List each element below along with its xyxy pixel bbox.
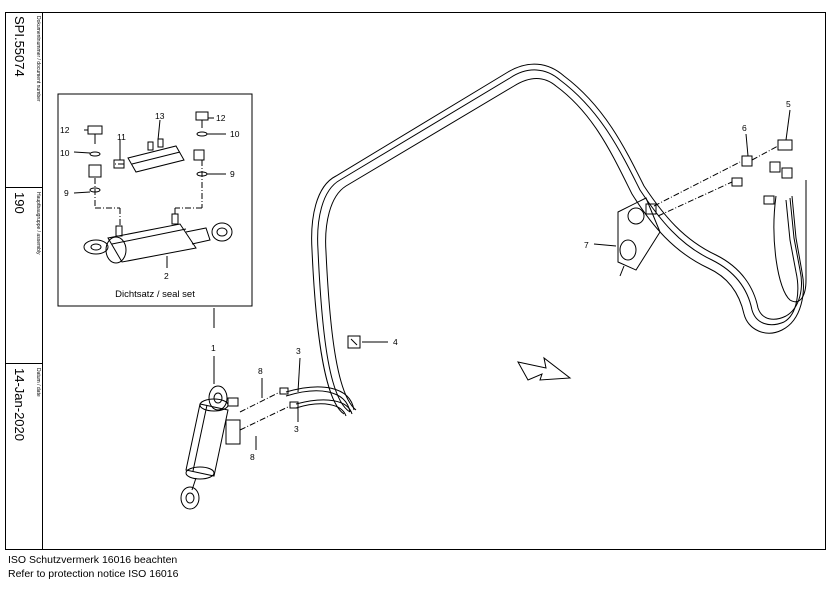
callout-3: 3 <box>296 346 301 356</box>
inset-cylinder <box>83 213 233 264</box>
callout-8b: 8 <box>250 452 255 462</box>
long-hose-loop <box>311 63 807 415</box>
callout-2: 2 <box>164 271 169 281</box>
callout-4: 4 <box>393 337 398 347</box>
short-hoses <box>279 386 355 417</box>
direction-arrow <box>517 356 572 381</box>
callout-5: 5 <box>786 99 791 109</box>
callout-12b: 12 <box>216 113 226 123</box>
date-cell: Datum / date 14-Jan-2020 <box>5 364 43 550</box>
part-4-block <box>347 335 361 349</box>
callout-3b: 3 <box>294 424 299 434</box>
valve-connection-lines <box>653 145 779 217</box>
document-number-cell: Dokumentnummer / document number SPI.550… <box>5 12 43 188</box>
callout-10b: 10 <box>230 129 240 139</box>
callout-10: 10 <box>60 148 70 158</box>
title-block: Dokumentnummer / document number SPI.550… <box>5 12 43 550</box>
drawing-frame <box>5 12 826 550</box>
protection-notice-en: Refer to protection notice ISO 16016 <box>8 568 179 580</box>
callout-13: 13 <box>155 111 165 121</box>
callout-7: 7 <box>584 240 589 250</box>
valve-assembly <box>617 197 661 277</box>
callout-9b: 9 <box>230 169 235 179</box>
inset-caption: Dichtsatz / seal set <box>115 289 195 300</box>
main-cylinder <box>180 385 241 510</box>
cylinder-connection-lines <box>239 391 291 431</box>
inset-fittings <box>87 111 209 193</box>
callout-6: 6 <box>742 123 747 133</box>
callout-labels: 12 10 9 11 13 12 10 9 2 1 8 8 3 3 4 5 6 … <box>60 99 791 462</box>
leader-lines <box>73 109 791 450</box>
callout-9: 9 <box>64 188 69 198</box>
right-fittings <box>731 139 793 205</box>
inset-valve-block <box>113 138 205 173</box>
callout-1: 1 <box>211 343 216 353</box>
assembly-cell: Hauptbaugruppe / assembly 190 <box>5 188 43 364</box>
callout-8: 8 <box>258 366 263 376</box>
callout-12: 12 <box>60 125 70 135</box>
seal-set-inset <box>57 93 253 307</box>
inset-connection-lines <box>94 160 203 226</box>
protection-notice-de: ISO Schutzvermerk 16016 beachten <box>8 554 178 566</box>
callout-11: 11 <box>117 132 126 142</box>
